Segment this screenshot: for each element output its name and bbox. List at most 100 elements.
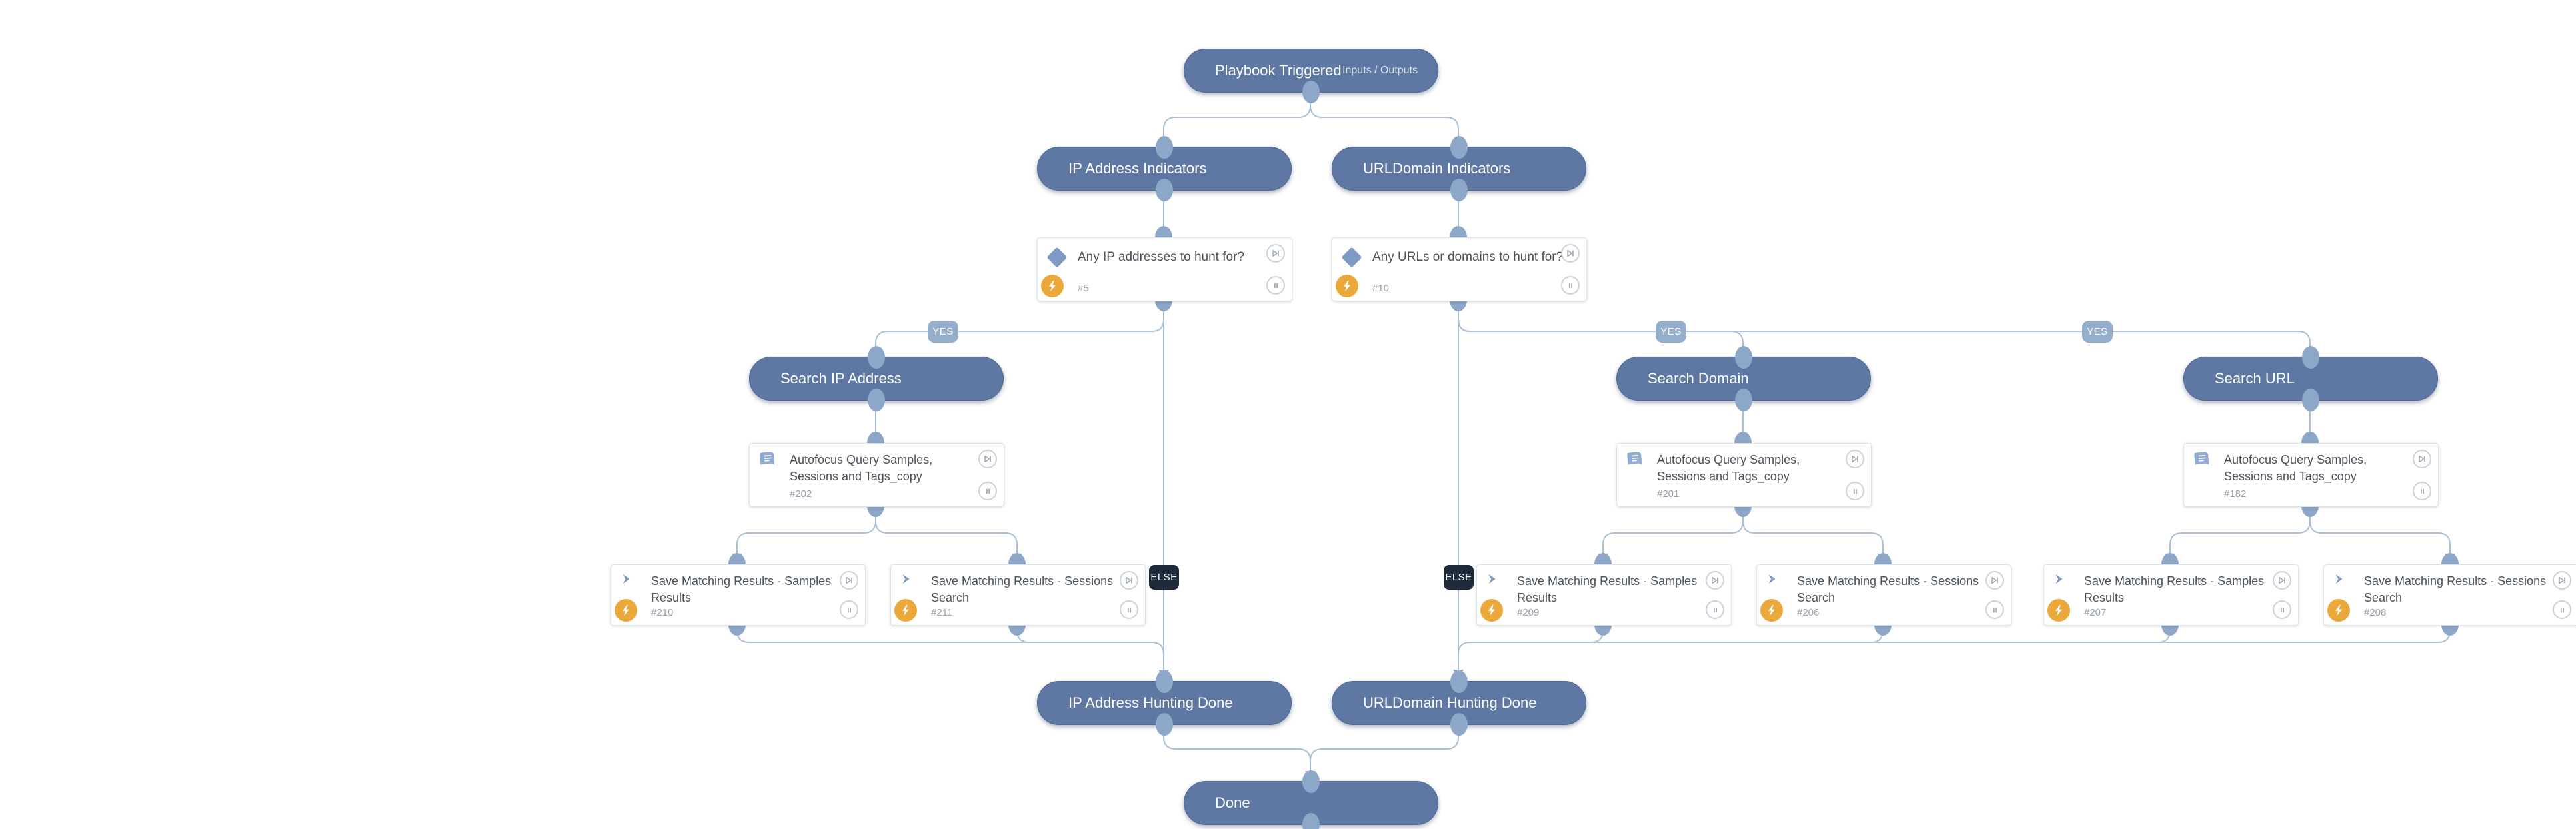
task-number: #206 [1797, 607, 1820, 618]
chevron-icon [2333, 573, 2345, 588]
connector-dot [1735, 346, 1752, 369]
connector-dot [2302, 389, 2319, 411]
chevron-icon [621, 573, 633, 588]
lightning-icon [894, 599, 917, 622]
task-card-save-sessions-ip[interactable]: Save Matching Results - Sessions Search … [890, 564, 1146, 626]
node-ip-address-indicators[interactable]: IP Address Indicators [1037, 136, 1292, 201]
playbook-card-autofocus-ip[interactable]: Autofocus Query Samples, Sessions and Ta… [749, 443, 1004, 507]
task-card-save-sessions-domain[interactable]: Save Matching Results - Sessions Search … [1756, 564, 2011, 626]
chevron-icon [1486, 573, 1498, 588]
connector-dot [1302, 81, 1320, 103]
connector-dot [2302, 346, 2319, 369]
pause-icon[interactable] [2413, 482, 2431, 500]
pause-icon[interactable] [978, 482, 997, 500]
lightning-icon [1041, 275, 1064, 297]
connector-dot [1156, 179, 1173, 201]
connector-dot [1302, 770, 1320, 793]
task-card-save-samples-url[interactable]: Save Matching Results - Samples Results … [2043, 564, 2299, 626]
task-number: #201 [1657, 488, 1680, 500]
task-card-save-sessions-url[interactable]: Save Matching Results - Sessions Search … [2323, 564, 2576, 626]
task-title: Autofocus Query Samples, Sessions and Ta… [790, 453, 933, 483]
task-title: Autofocus Query Samples, Sessions and Ta… [2224, 453, 2367, 483]
else-badge: ELSE [1444, 565, 1474, 590]
node-urldomain-indicators[interactable]: URLDomain Indicators [1332, 136, 1586, 201]
task-number: #182 [2224, 488, 2247, 500]
task-title: Save Matching Results - Sessions Search [1797, 574, 1979, 604]
lightning-icon [1760, 599, 1783, 622]
node-label: URLDomain Indicators [1363, 160, 1511, 177]
node-search-domain[interactable]: Search Domain [1616, 346, 1871, 411]
node-urldomain-hunting-done[interactable]: URLDomain Hunting Done [1332, 670, 1586, 736]
task-number: #207 [2084, 607, 2107, 618]
skip-icon[interactable] [2413, 450, 2431, 468]
node-search-url[interactable]: Search URL [2183, 346, 2438, 411]
pause-icon[interactable] [1120, 600, 1138, 619]
node-playbook-triggered[interactable]: Playbook Triggered Inputs / Outputs [1184, 49, 1438, 103]
connector-dot [1156, 713, 1173, 736]
lightning-icon [2327, 599, 2350, 622]
chevron-icon [900, 573, 912, 588]
book-icon [1624, 451, 1644, 472]
pause-icon[interactable] [1985, 600, 2004, 619]
yes-badge: YES [2082, 321, 2113, 343]
connector-dot [1450, 179, 1468, 201]
book-icon [2191, 451, 2211, 472]
else-badge-label: ELSE [1445, 572, 1472, 583]
pause-icon[interactable] [840, 600, 858, 619]
pause-icon[interactable] [2553, 600, 2571, 619]
node-label: Search URL [2215, 370, 2295, 387]
task-title: Save Matching Results - Sessions Search [931, 574, 1114, 604]
pause-icon[interactable] [1706, 600, 1724, 619]
book-icon [757, 451, 776, 472]
skip-icon[interactable] [978, 450, 997, 468]
skip-icon[interactable] [1706, 571, 1724, 590]
task-number: #210 [651, 607, 674, 618]
connector-dot [1450, 713, 1468, 736]
node-done[interactable]: Done [1184, 770, 1438, 829]
connector-dot [1450, 136, 1468, 159]
lightning-icon [615, 599, 637, 622]
lightning-icon [1480, 599, 1503, 622]
task-card-save-samples-ip[interactable]: Save Matching Results - Samples Results … [611, 564, 866, 626]
task-title: Any IP addresses to hunt for? [1078, 250, 1244, 264]
task-title: Save Matching Results - Samples Results [651, 574, 832, 604]
condition-card-any-urls-domains[interactable]: Any URLs or domains to hunt for? #10 [1332, 237, 1587, 301]
connector-dot [1156, 136, 1173, 159]
node-ip-address-hunting-done[interactable]: IP Address Hunting Done [1037, 670, 1292, 736]
node-search-ip-address[interactable]: Search IP Address [749, 346, 1004, 411]
playbook-card-autofocus-url[interactable]: Autofocus Query Samples, Sessions and Ta… [2183, 443, 2439, 507]
yes-badge: YES [1656, 321, 1686, 343]
skip-icon[interactable] [2553, 571, 2571, 590]
skip-icon[interactable] [840, 571, 858, 590]
task-card-save-samples-domain[interactable]: Save Matching Results - Samples Results … [1476, 564, 1732, 626]
else-badge-label: ELSE [1150, 572, 1178, 583]
pause-icon[interactable] [1266, 276, 1285, 295]
node-label: IP Address Hunting Done [1068, 694, 1233, 711]
task-title: Save Matching Results - Samples Results [1517, 574, 1698, 604]
pause-icon[interactable] [1846, 482, 1864, 500]
lightning-icon [1336, 275, 1358, 297]
condition-card-any-ip-addresses[interactable]: Any IP addresses to hunt for? #5 [1037, 237, 1292, 301]
skip-icon[interactable] [1561, 244, 1580, 263]
pause-icon[interactable] [1561, 276, 1580, 295]
connector-dot [868, 389, 885, 411]
skip-icon[interactable] [1266, 244, 1285, 263]
playbook-card-autofocus-domain[interactable]: Autofocus Query Samples, Sessions and Ta… [1616, 443, 1872, 507]
skip-icon[interactable] [1120, 571, 1138, 590]
yes-badge-label: YES [1660, 326, 1682, 337]
condition-diamond-icon [1046, 247, 1068, 268]
else-badge: ELSE [1149, 565, 1179, 590]
skip-icon[interactable] [1985, 571, 2004, 590]
task-title: Any URLs or domains to hunt for? [1372, 250, 1564, 264]
skip-icon[interactable] [2273, 571, 2291, 590]
connector-dot [1156, 670, 1173, 693]
inputs-outputs-link[interactable]: Inputs / Outputs [1342, 65, 1418, 76]
task-number: #209 [1517, 607, 1540, 618]
yes-badge-label: YES [932, 326, 954, 337]
node-label: Search Domain [1648, 370, 1749, 387]
yes-badge: YES [928, 321, 958, 343]
pause-icon[interactable] [2273, 600, 2291, 619]
skip-icon[interactable] [1846, 450, 1864, 468]
connector-dot [1302, 813, 1320, 829]
